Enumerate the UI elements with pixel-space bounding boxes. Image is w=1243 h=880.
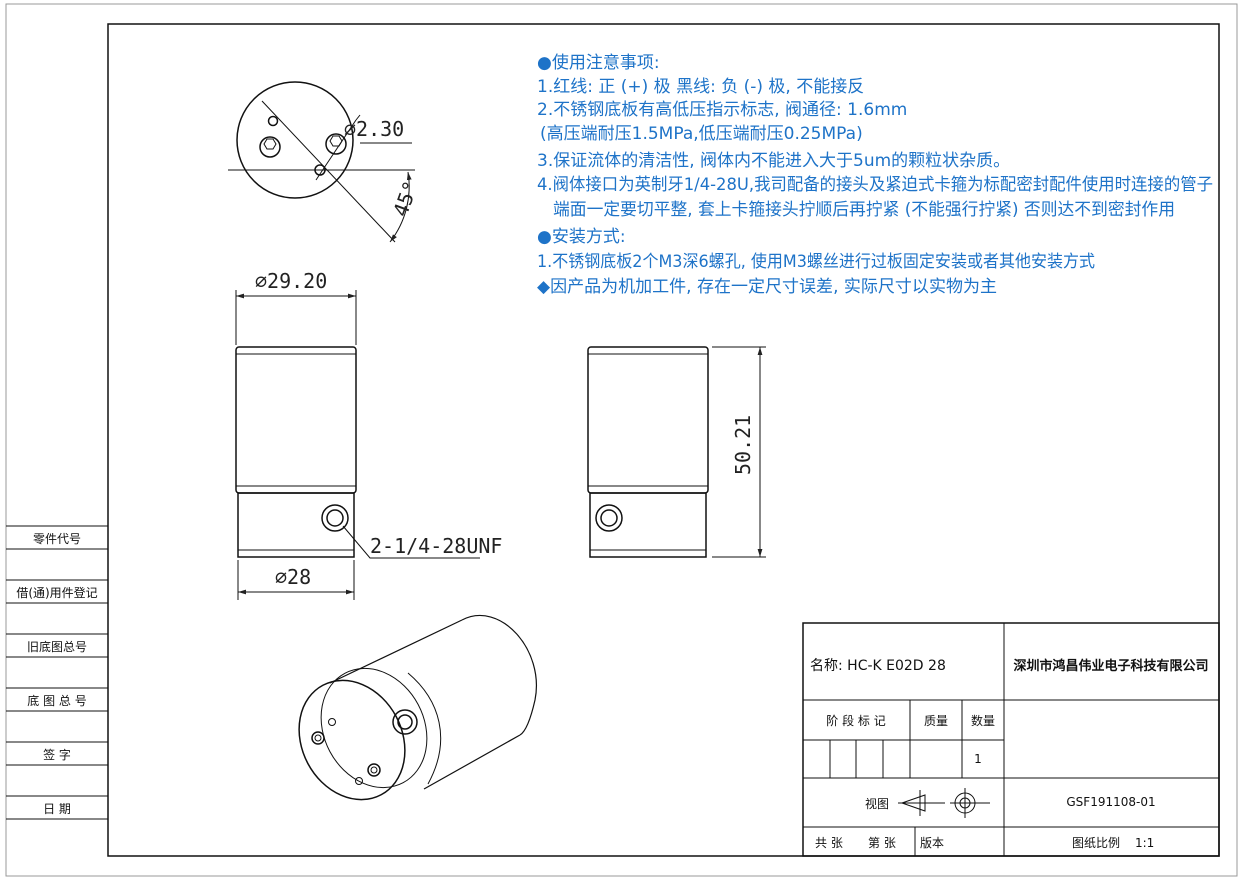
tb-qty-value: 1 xyxy=(974,752,982,766)
note-line-4: 4.阀体接口为英制牙1/4-28U,我司配备的接头及紧迫式卡箍为标配密封配件使用… xyxy=(537,174,1213,195)
notes-block: ●使用注意事项: 1.红线: 正 (+) 极 黑线: 负 (-) 极, 不能接反… xyxy=(537,52,1213,297)
side-table xyxy=(6,525,108,820)
tb-scale-label: 图纸比例 xyxy=(1072,836,1120,850)
note-install-1: 1.不锈钢底板2个M3深6螺孔, 使用M3螺丝进行过板固定安装或者其他安装方式 xyxy=(537,251,1095,272)
note-line-2b: (高压端耐压1.5MPa,低压端耐压0.25MPa) xyxy=(540,124,863,144)
note-line-4b: 端面一定要切平整, 套上卡箍接头拧顺后再拧紧 (不能强行拧紧) 否则达不到密封作… xyxy=(553,200,1175,220)
side-label-sign: 签 字 xyxy=(43,747,71,762)
tb-company: 深圳市鸿昌伟业电子科技有限公司 xyxy=(1013,658,1208,674)
tb-drawing-no: GSF191108-01 xyxy=(1066,795,1155,809)
tb-mass: 质量 xyxy=(924,714,948,728)
tb-name: 名称: HC-K E02D 28 xyxy=(810,658,946,674)
tb-scale-value: 1:1 xyxy=(1135,836,1154,850)
tb-version: 版本 xyxy=(920,836,944,850)
tb-qty: 数量 xyxy=(971,713,995,728)
outer-border xyxy=(5,3,1238,877)
inner-frame xyxy=(107,23,1220,857)
note-heading-install: ●安装方式: xyxy=(537,227,626,247)
side-label-date: 日 期 xyxy=(43,802,71,816)
angle-label: 45° xyxy=(388,178,423,220)
tb-view: 视图 xyxy=(865,796,889,811)
hole-dia-label: ⌀2.30 xyxy=(344,117,404,141)
front-view xyxy=(235,290,480,600)
side-label-base-no: 底 图 总 号 xyxy=(27,693,86,708)
title-block xyxy=(802,622,1220,857)
top-view xyxy=(228,81,415,243)
note-line-3: 3.保证流体的清洁性, 阀体内不能进入大于5um的颗粒状杂质。 xyxy=(537,151,1010,171)
side-view xyxy=(587,346,766,558)
note-heading-usage: ●使用注意事项: xyxy=(537,52,660,73)
side-label-old-base: 旧底图总号 xyxy=(27,639,87,654)
base-dia-label: ⌀28 xyxy=(275,565,311,589)
note-line-2: 2.不锈钢底板有高低压指示标志, 阀通径: 1.6mm xyxy=(537,100,907,120)
tb-sheets: 共 张 xyxy=(815,836,843,850)
tb-sheet-no: 第 张 xyxy=(868,836,896,850)
height-label: 50.21 xyxy=(731,415,755,475)
port-label: 2-1/4-28UNF xyxy=(370,534,502,558)
note-diamond: ◆因产品为机加工件, 存在一定尺寸误差, 实际尺寸以实物为主 xyxy=(537,277,997,297)
body-dia-label: ⌀29.20 xyxy=(255,269,327,293)
iso-view xyxy=(298,614,537,801)
side-label-part-code: 零件代号 xyxy=(33,532,81,546)
note-line-1: 1.红线: 正 (+) 极 黑线: 负 (-) 极, 不能接反 xyxy=(537,77,864,97)
side-label-borrow: 借(通)用件登记 xyxy=(16,585,97,600)
tb-stage-mark: 阶 段 标 记 xyxy=(826,713,885,728)
